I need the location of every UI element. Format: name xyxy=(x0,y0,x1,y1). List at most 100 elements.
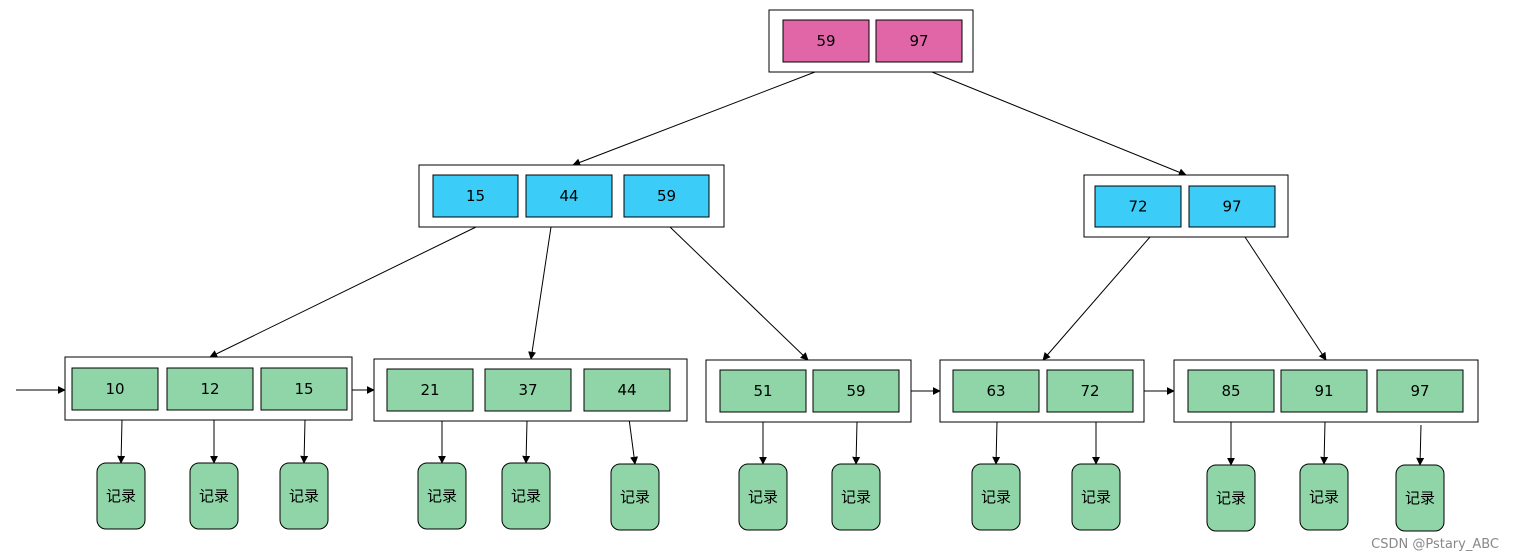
record-box xyxy=(96,462,146,530)
key-cell xyxy=(875,19,963,63)
key-label: 44 xyxy=(617,381,636,399)
key-label: 37 xyxy=(518,381,537,399)
record-label: 记录 xyxy=(1405,489,1435,507)
key-label: 59 xyxy=(657,187,676,205)
key-label: 12 xyxy=(200,380,219,398)
record-box xyxy=(417,462,467,530)
key-cell xyxy=(432,174,519,218)
record-box xyxy=(1071,463,1121,531)
record-pointer-arrow xyxy=(300,419,309,464)
pointer-arrow xyxy=(1042,236,1151,361)
edges-layer xyxy=(16,71,1425,466)
record: 记录 xyxy=(971,463,1021,531)
record: 记录 xyxy=(96,462,146,530)
key-cell xyxy=(525,174,613,218)
record: 记录 xyxy=(501,462,551,530)
key-label: 85 xyxy=(1221,382,1240,400)
internal-node: 15 44 59 xyxy=(418,164,725,228)
key-label: 97 xyxy=(909,32,928,50)
record-label: 记录 xyxy=(841,488,871,506)
record: 记录 xyxy=(1395,464,1445,532)
leaf-node: 63 72 xyxy=(939,359,1145,423)
key-label: 15 xyxy=(294,380,313,398)
leaf-node: 51 59 xyxy=(705,359,912,423)
pointer-arrow xyxy=(572,71,816,167)
record: 记录 xyxy=(417,462,467,530)
key-cell xyxy=(1376,369,1464,413)
record-box xyxy=(501,462,551,530)
key-label: 91 xyxy=(1314,382,1333,400)
record-label: 记录 xyxy=(620,488,650,506)
record: 记录 xyxy=(610,463,660,531)
key-label: 72 xyxy=(1128,198,1147,216)
leaf-node: 21 37 44 xyxy=(373,358,688,422)
key-cell xyxy=(484,368,572,412)
record-label: 记录 xyxy=(289,487,319,505)
record-pointer-arrow xyxy=(1320,421,1329,465)
key-label: 59 xyxy=(816,32,835,50)
pointer-arrow xyxy=(209,226,477,358)
record-label: 记录 xyxy=(748,488,778,506)
record-label: 记录 xyxy=(1081,488,1111,506)
key-cell xyxy=(1187,369,1275,413)
record-pointer-arrow xyxy=(522,420,531,464)
key-label: 97 xyxy=(1222,198,1241,216)
record-label: 记录 xyxy=(1216,489,1246,507)
key-label: 10 xyxy=(105,380,124,398)
record-box xyxy=(1395,464,1445,532)
record-box xyxy=(1299,463,1349,531)
record: 记录 xyxy=(1206,464,1256,532)
record-box xyxy=(610,463,660,531)
record: 记录 xyxy=(279,462,329,530)
key-cell xyxy=(260,367,348,411)
key-cell xyxy=(719,369,807,413)
record-label: 记录 xyxy=(1309,488,1339,506)
pointer-arrow xyxy=(669,226,809,361)
key-cell xyxy=(782,19,870,63)
key-cell xyxy=(812,369,900,413)
key-cell xyxy=(1280,369,1368,413)
pointer-arrow xyxy=(931,71,1187,177)
record-pointer-arrow xyxy=(852,421,861,465)
record-pointer-arrow xyxy=(117,419,126,464)
key-label: 97 xyxy=(1410,382,1429,400)
record-box xyxy=(189,462,239,530)
record-box xyxy=(831,463,881,531)
key-label: 21 xyxy=(420,381,439,399)
key-cell xyxy=(71,367,159,411)
record: 记录 xyxy=(1071,463,1121,531)
record-pointer-arrow xyxy=(1416,424,1425,466)
pointer-arrow xyxy=(528,226,552,360)
record-label: 记录 xyxy=(106,487,136,505)
record-box xyxy=(738,463,788,531)
key-label: 72 xyxy=(1080,382,1099,400)
key-label: 59 xyxy=(846,382,865,400)
record-box xyxy=(1206,464,1256,532)
record: 记录 xyxy=(189,462,239,530)
key-label: 15 xyxy=(466,187,485,205)
nodes-layer: 59 97 15 44 59 72 97 10 12 15 21 37 44 51 59 63 72 85 91 97… xyxy=(64,9,1479,532)
leaf-node: 10 12 15 xyxy=(64,356,353,421)
key-cell xyxy=(952,369,1040,413)
key-label: 44 xyxy=(559,187,578,205)
key-cell xyxy=(166,367,254,411)
record-label: 记录 xyxy=(511,487,541,505)
key-cell xyxy=(623,174,710,218)
record: 记录 xyxy=(831,463,881,531)
record-box xyxy=(971,463,1021,531)
record-box xyxy=(279,462,329,530)
record: 记录 xyxy=(1299,463,1349,531)
watermark: CSDN @Pstary_ABC xyxy=(1371,537,1499,552)
key-label: 63 xyxy=(986,382,1005,400)
record-label: 记录 xyxy=(427,487,457,505)
key-cell xyxy=(583,368,671,412)
root-node: 59 97 xyxy=(768,9,974,73)
record-pointer-arrow xyxy=(992,421,1001,465)
record: 记录 xyxy=(738,463,788,531)
key-label: 51 xyxy=(753,382,772,400)
record-label: 记录 xyxy=(981,488,1011,506)
key-cell xyxy=(1094,185,1182,228)
key-cell xyxy=(1188,185,1276,228)
internal-node: 72 97 xyxy=(1083,174,1289,238)
